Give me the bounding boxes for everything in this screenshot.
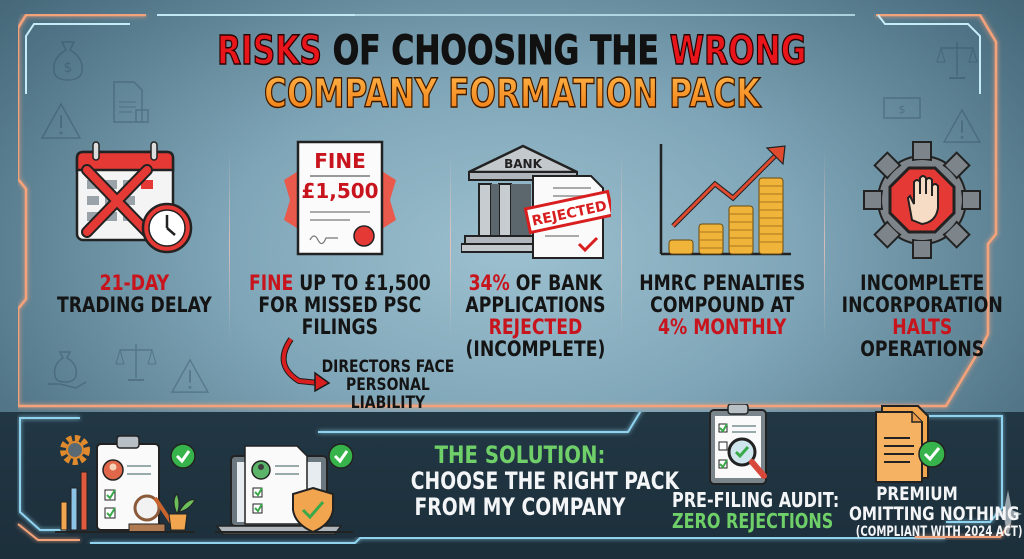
fine-document-icon: FINE £1,500: [265, 140, 415, 260]
fine-label: FINE: [314, 149, 366, 173]
title-line-1: RISKS OF CHOOSING THE WRONG: [217, 28, 807, 74]
solution-section: THE SOLUTION: CHOOSE THE RIGHT PACK FROM…: [0, 404, 1024, 559]
risk-bank-rejections: BANK REJECTED 34% OF BANK: [450, 140, 621, 410]
calendar-x-clock-icon: [59, 140, 209, 260]
solution-heading: THE SOLUTION:: [434, 441, 606, 469]
risk-2-line-2: FOR MISSED PSC: [258, 293, 422, 317]
svg-text:$: $: [64, 60, 73, 76]
risk-5-text: INCOMPLETE INCORPORATION HALTS OPERATION…: [842, 272, 1003, 360]
risk-psc-fine: FINE £1,500 FINE UP TO £1,500 FOR MISSED…: [228, 140, 454, 412]
risk-hmrc-penalties: HMRC PENALTIES COMPOUND AT 4% MONTHLY: [621, 140, 823, 410]
feature-2-line-3: (COMPLIANT WITH 2024 ACT): [855, 524, 1023, 540]
fine-amount-label: £1,500: [301, 179, 378, 203]
risk-4-line-2: COMPOUND AT: [650, 293, 795, 317]
top-frame: [18, 14, 1006, 408]
risks-row: 21-DAY TRADING DELAY FINE £1,500 FINE UP…: [40, 140, 1003, 412]
risk-4-line-3: 4% MONTHLY: [658, 315, 787, 339]
curved-arrow-icon: [280, 337, 331, 393]
money-bag-icon: $: [53, 41, 83, 81]
money-bill-icon: $: [883, 97, 921, 119]
risk-2-text: FINE UP TO £1,500 FOR MISSED PSC FILINGS: [249, 272, 431, 338]
clipboard-analytics-icon: [55, 435, 196, 533]
locked-document-icon: [113, 81, 149, 123]
bank-label: BANK: [504, 157, 542, 171]
laptop-shield-icon: [215, 443, 354, 535]
title-line-2: COMPANY FORMATION PACK: [263, 71, 761, 117]
scales-icon: [115, 344, 157, 381]
risk-trading-delay: 21-DAY TRADING DELAY: [40, 140, 229, 410]
title-wrong: WRONG: [669, 28, 807, 74]
note-line-1: DIRECTORS FACE: [321, 357, 454, 377]
risk-3-line-1: OF BANK: [510, 271, 603, 295]
risk-3-line-2: APPLICATIONS: [465, 293, 606, 317]
scales-icon: [936, 42, 978, 79]
feature-pre-filing-audit: PRE-FILING AUDIT: ZERO REJECTIONS: [655, 488, 840, 533]
directors-liability-note: DIRECTORS FACE PERSONAL LIABILITY: [321, 358, 454, 412]
risk-3-line-4: (INCOMPLETE): [465, 337, 606, 361]
gear-stop-hand-icon: [847, 140, 997, 260]
solution-text: THE SOLUTION: CHOOSE THE RIGHT PACK FROM…: [380, 441, 679, 521]
money-hand-icon: [48, 351, 87, 389]
feature-1-line-2: ZERO REJECTIONS: [672, 509, 834, 533]
risk-1-body: TRADING DELAY: [56, 293, 212, 317]
risk-2-line-1: UP TO £1,500: [293, 271, 431, 295]
warning-icon: [170, 358, 210, 393]
risk-1-text: 21-DAY TRADING DELAY: [57, 272, 212, 316]
clipboard-magnifier-icon: [709, 404, 767, 485]
feature-2-line-2: OMITTING NOTHING: [849, 503, 1020, 525]
solution-line-2: FROM MY COMPANY: [414, 493, 626, 521]
bank-rejected-icon: BANK REJECTED: [460, 140, 611, 260]
warning-icon: [942, 108, 982, 143]
risk-halted-operations: INCOMPLETE INCORPORATION HALTS OPERATION…: [823, 140, 1020, 410]
document-check-icon: [875, 405, 946, 483]
risk-3-line-3: REJECTED: [489, 315, 583, 339]
feature-1-line-1: PRE-FILING AUDIT:: [672, 488, 840, 512]
risk-2-line-3: FILINGS: [301, 315, 378, 339]
page-title: RISKS OF CHOOSING THE WRONG COMPANY FORM…: [0, 28, 1024, 117]
note-line-2: PERSONAL: [345, 375, 430, 395]
warning-icon: [40, 102, 82, 139]
risk-1-highlight: 21-DAY: [99, 271, 170, 295]
risk-5-line-3: HALTS: [892, 315, 953, 339]
risk-5-line-1: INCOMPLETE: [859, 271, 985, 295]
solution-line-1: CHOOSE THE RIGHT PACK: [410, 467, 679, 495]
title-risks: RISKS: [217, 28, 323, 74]
feature-premium-pack: PREMIUM OMITTING NOTHING (COMPLIANT WITH…: [832, 483, 1023, 540]
risk-5-line-4: OPERATIONS: [860, 337, 984, 361]
risk-5-line-2: INCORPORATION: [841, 293, 1003, 317]
title-middle: OF CHOOSING THE: [322, 28, 670, 74]
bottom-frame: [0, 412, 1024, 559]
rising-coins-chart-icon: [648, 140, 798, 260]
svg-text:$: $: [899, 103, 906, 116]
risk-4-line-1: HMRC PENALTIES: [639, 271, 806, 295]
risk-3-highlight: 34%: [468, 271, 511, 295]
risk-2-highlight: FINE: [248, 271, 294, 295]
note-line-3: LIABILITY: [350, 393, 425, 413]
risk-3-text: 34% OF BANK APPLICATIONS REJECTED (INCOM…: [466, 272, 606, 360]
feature-2-line-1: PREMIUM: [876, 483, 958, 505]
risk-4-text: HMRC PENALTIES COMPOUND AT 4% MONTHLY: [640, 272, 806, 338]
